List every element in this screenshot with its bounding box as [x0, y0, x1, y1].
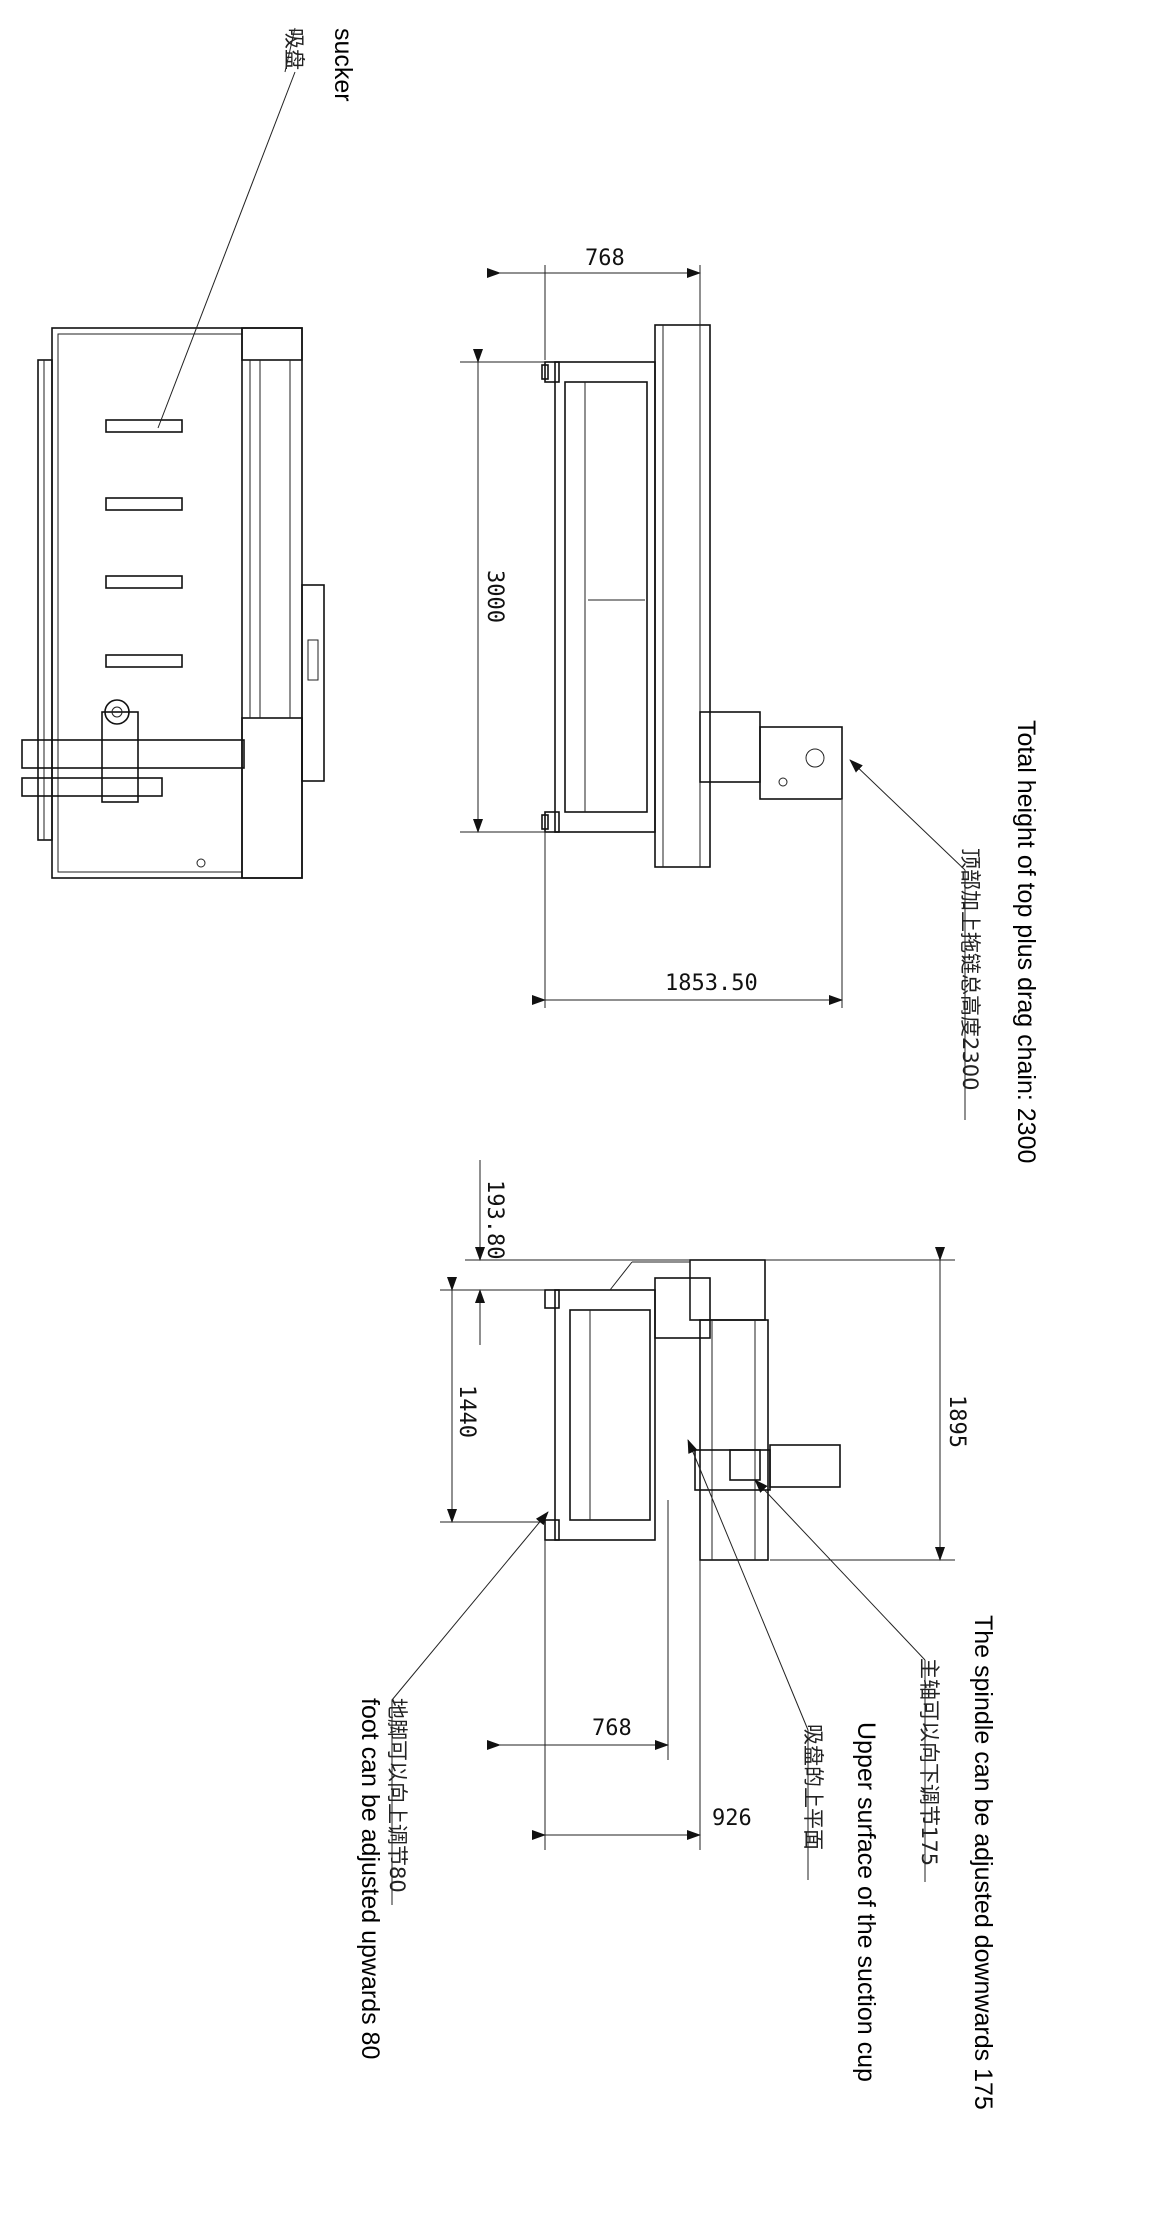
dim-side-total-width: 1853.50 [665, 971, 758, 996]
spindle-callout: 主轴可以向下调节175 The spindle can be adjusted … [754, 1479, 997, 2110]
plan-view [21, 327, 325, 879]
dim-side-top-width: 768 [585, 246, 625, 271]
suction-label-en: Upper surface of the suction cup [852, 1722, 880, 2082]
dim-side-length: 3000 [482, 570, 507, 623]
dim-front-offset: 193.80 [482, 1180, 507, 1259]
dim-front-total-height: 1895 [944, 1395, 969, 1448]
side-view [541, 324, 843, 868]
foot-label-en: foot can be adjusted upwards 80 [356, 1698, 384, 2059]
foot-label-cn: 地脚可以向上调节80 [385, 1698, 409, 1893]
sucker-callout: 吸盘 sucker [157, 27, 357, 429]
top-height-callout: 顶部加上拖链总高度2300 Total height of top plus d… [849, 720, 1040, 1163]
sucker-label-cn: 吸盘 [282, 28, 306, 70]
front-view [544, 1259, 841, 1561]
side-view-dimensions: 768 3000 1853.50 [460, 246, 843, 1008]
front-view-dimensions: 193.80 1440 1895 768 926 [440, 1160, 969, 1850]
top-height-label-en: Total height of top plus drag chain: 230… [1012, 720, 1040, 1163]
dim-front-height: 1440 [454, 1385, 479, 1438]
top-height-label-cn: 顶部加上拖链总高度2300 [958, 848, 982, 1090]
dim-front-bottom-offset: 926 [712, 1806, 752, 1831]
sucker-label-en: sucker [329, 28, 357, 102]
dim-front-bottom-width: 768 [592, 1716, 632, 1741]
spindle-label-en: The spindle can be adjusted downwards 17… [969, 1615, 997, 2110]
foot-callout: 地脚可以向上调节80 foot can be adjusted upwards … [356, 1511, 549, 2059]
spindle-label-cn: 主轴可以向下调节175 [917, 1658, 941, 1866]
suction-callout: 吸盘的上平面 Upper surface of the suction cup [687, 1439, 880, 2082]
suction-label-cn: 吸盘的上平面 [801, 1724, 825, 1850]
